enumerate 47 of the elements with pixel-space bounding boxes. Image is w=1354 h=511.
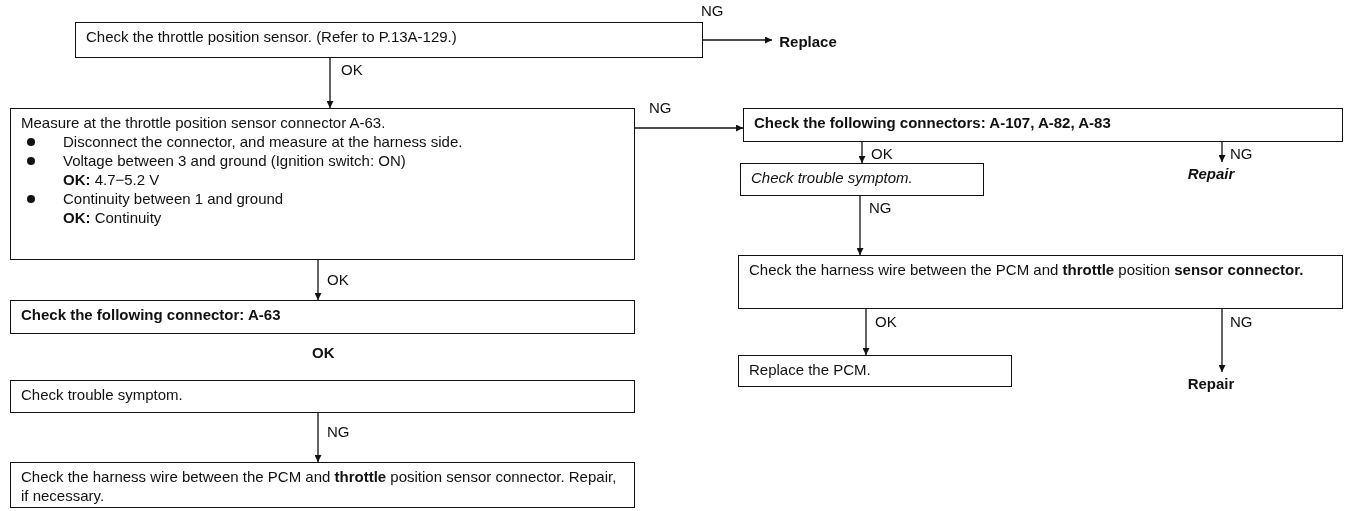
process-box [738, 355, 1012, 387]
process-box [10, 462, 635, 508]
arrow [314, 259, 322, 301]
process-box [10, 380, 635, 413]
arrow [314, 412, 322, 463]
step-text: Check the throttle position sensor. (Refer to P.13A-129.) [86, 27, 458, 46]
edge-label: NG [326, 424, 351, 440]
step-text: Check trouble symptom. [21, 385, 184, 404]
result-text: Repair [1187, 373, 1235, 393]
result-text: Replace [779, 31, 837, 51]
step-text: OK: Continuity [62, 208, 163, 227]
step-text: Check the following connectors: A-107, A-82, A-83 [754, 113, 1112, 132]
arrow [862, 308, 870, 356]
step-text: Voltage between 3 and ground (Ignition switch: ON) [63, 152, 406, 169]
step-text: Check the following connector: A-63 [21, 305, 282, 324]
step-text: Measure at the throttle position sensor connector A-63. [21, 113, 387, 132]
step-text: Check trouble symptom. [751, 168, 914, 187]
result-text: Repair [1187, 163, 1235, 183]
step-text: Replace the PCM. [749, 360, 872, 379]
arrow [856, 195, 864, 256]
arrow [326, 57, 334, 109]
arrow [702, 36, 773, 44]
edge-label: NG [868, 200, 893, 216]
step-text: Disconnect the connector, and measure at the harness side. [63, 133, 463, 150]
process-box [10, 300, 635, 334]
process-box [10, 108, 635, 260]
process-box [740, 163, 984, 196]
step-text: Continuity between 1 and ground [63, 190, 284, 207]
arrow [1218, 308, 1226, 373]
edge-label: OK [870, 146, 894, 162]
edge-label: NG [700, 3, 725, 19]
edge-label: NG [1229, 146, 1254, 162]
edge-label: OK [340, 62, 364, 78]
step-text: Check the harness wire between the PCM and throttle position sensor connector. [749, 260, 1305, 279]
step-text: Check the harness wire between the PCM and throttle position sensor connector. Repair, if necessary. [21, 467, 618, 505]
process-box [743, 108, 1343, 142]
process-box [738, 255, 1343, 309]
arrow [1218, 141, 1226, 163]
edge-label: NG [648, 100, 673, 116]
arrow [858, 141, 866, 164]
result-label: OK [312, 344, 335, 361]
edge-label: OK [326, 272, 350, 288]
step-text: OK: 4.7−5.2 V [62, 170, 161, 189]
edge-label: NG [1229, 314, 1254, 330]
arrow [634, 124, 744, 132]
process-box [75, 22, 703, 58]
edge-label: OK [874, 314, 898, 330]
